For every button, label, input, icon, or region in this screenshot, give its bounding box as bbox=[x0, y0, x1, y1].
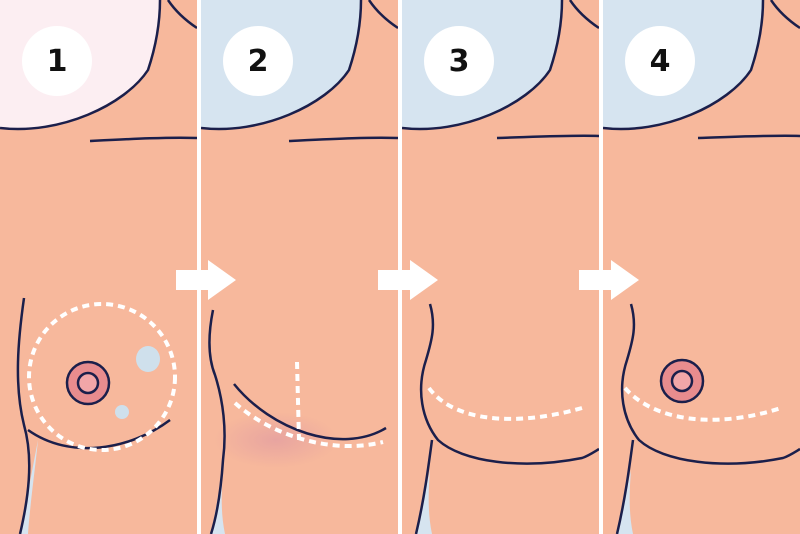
reconstructed-breast-contour bbox=[620, 303, 800, 465]
step-number-badge: 4 bbox=[625, 26, 695, 96]
neck-line bbox=[166, 0, 197, 30]
breast-contour bbox=[233, 383, 387, 441]
excision-area-circle bbox=[27, 302, 177, 452]
step-panel-2: 2 bbox=[201, 0, 398, 534]
right-arrow-icon bbox=[176, 260, 236, 300]
step-panel-3: 3 bbox=[402, 0, 599, 534]
arm-outline bbox=[208, 309, 226, 534]
torso-skin bbox=[603, 0, 800, 534]
shoulder-outline bbox=[603, 0, 765, 131]
right-arrow-icon bbox=[579, 260, 639, 300]
step-number-badge: 2 bbox=[223, 26, 293, 96]
shoulder-outline bbox=[0, 0, 162, 131]
collarbone-line bbox=[89, 136, 197, 143]
step-panel-1: 1 bbox=[0, 0, 197, 534]
arm-outline bbox=[414, 439, 434, 534]
neck-line bbox=[367, 0, 398, 30]
shoulder-outline bbox=[402, 0, 564, 131]
tumor-lump-large bbox=[136, 346, 160, 372]
right-arrow-icon bbox=[378, 260, 438, 300]
arm-outline bbox=[16, 297, 31, 534]
step-1-illustration bbox=[0, 0, 197, 534]
nipple bbox=[76, 371, 100, 395]
arm-outline bbox=[615, 439, 635, 534]
torso-skin bbox=[0, 0, 197, 534]
surgical-bruising bbox=[214, 412, 338, 468]
step-2-illustration bbox=[201, 0, 398, 534]
collarbone-line bbox=[697, 134, 800, 140]
collarbone-line bbox=[496, 134, 599, 140]
shoulder-outline bbox=[201, 0, 363, 131]
incision-line bbox=[623, 386, 782, 422]
neck-line bbox=[769, 0, 800, 30]
incision-vertical bbox=[295, 361, 301, 441]
neck-line bbox=[568, 0, 599, 30]
step-panel-4: 4 bbox=[603, 0, 800, 534]
torso-skin bbox=[402, 0, 599, 534]
step-number-badge: 3 bbox=[424, 26, 494, 96]
breast-contour bbox=[27, 418, 171, 450]
step-number-badge: 1 bbox=[22, 26, 92, 96]
tumor-lump-small bbox=[115, 405, 129, 419]
collarbone-line bbox=[288, 136, 398, 143]
incision-line bbox=[427, 386, 583, 421]
incision-horizontal bbox=[233, 401, 384, 448]
reconstructed-breast-contour bbox=[419, 303, 599, 465]
step-3-illustration bbox=[402, 0, 599, 534]
step-4-illustration bbox=[603, 0, 800, 534]
reconstructed-nipple bbox=[670, 369, 694, 393]
